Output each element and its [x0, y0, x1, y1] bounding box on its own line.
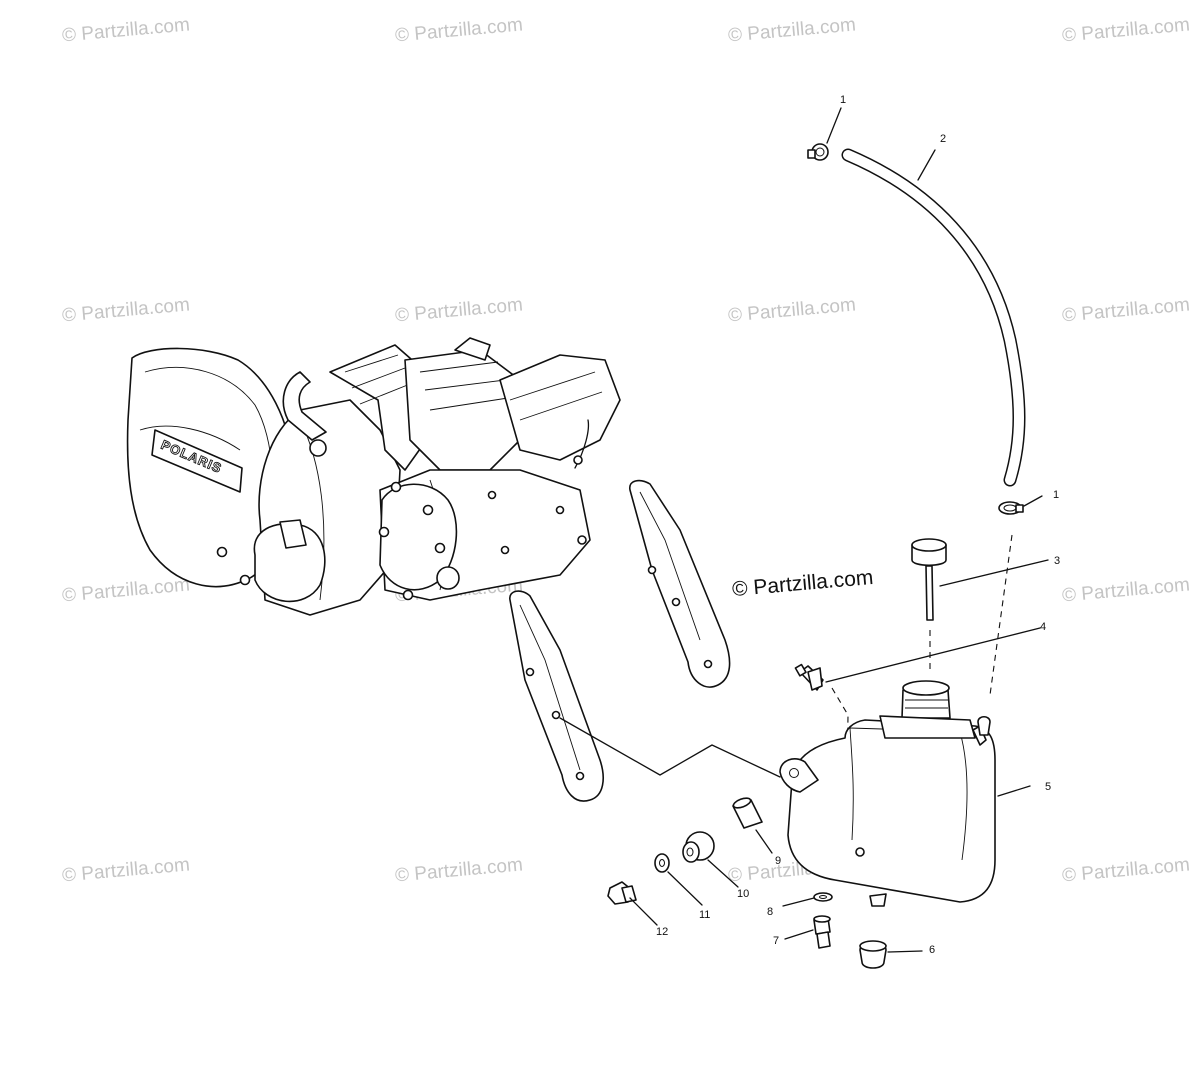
callout-2: 2: [940, 133, 947, 145]
dipstick-cap: [911, 538, 947, 621]
callout-8: 8: [767, 906, 774, 918]
callout-12: 12: [656, 926, 669, 938]
hose-clamp-lower: [998, 501, 1024, 515]
mounting-bracket-upper: [629, 479, 731, 688]
spacer-sleeve: [732, 797, 763, 829]
callout-1-lower: 1: [1053, 489, 1060, 501]
callout-10: 10: [737, 888, 750, 900]
hose-clamp-upper: [807, 143, 829, 161]
callout-11: 11: [699, 909, 711, 921]
bolt-large: [607, 881, 637, 905]
washer-small: [813, 892, 833, 902]
callout-leaders: [629, 107, 1049, 953]
rubber-bushing: [682, 831, 715, 863]
callout-7: 7: [773, 935, 780, 947]
engine-illustration: POLARIS: [126, 337, 621, 616]
callout-4: 4: [1040, 621, 1047, 633]
oil-tank: [779, 680, 996, 907]
callout-1-upper: 1: [840, 94, 847, 106]
grommet: [859, 940, 887, 969]
callout-9: 9: [775, 855, 782, 867]
washer-large: [654, 853, 670, 873]
vent-fitting: [794, 663, 824, 691]
bolt-small: [813, 915, 831, 949]
callout-5: 5: [1045, 781, 1052, 793]
callout-6: 6: [929, 944, 936, 956]
callout-3: 3: [1054, 555, 1061, 567]
